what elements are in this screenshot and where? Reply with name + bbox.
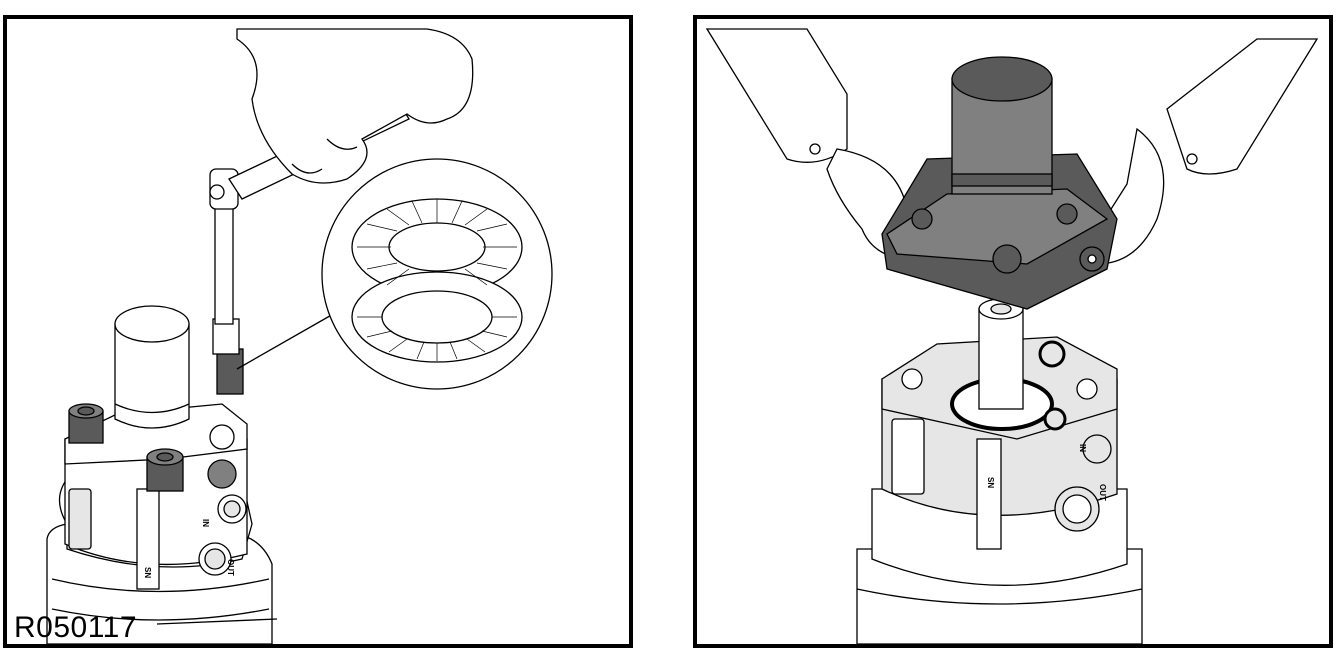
port-in-label: IN bbox=[201, 519, 210, 527]
figure-reference-code: R050117 bbox=[14, 611, 138, 644]
serial-label: SN bbox=[986, 477, 995, 488]
port-in-label: IN bbox=[1078, 444, 1087, 452]
technician-hands bbox=[705, 28, 1319, 265]
steering-unit-housing bbox=[46, 403, 273, 644]
mounting-bolt-left bbox=[68, 403, 104, 444]
left-illustration: IN OUT SN bbox=[46, 28, 553, 644]
technician-hand bbox=[236, 28, 474, 184]
left-illustration-panel: IN OUT SN R050117 bbox=[3, 15, 633, 648]
serial-label: SN bbox=[143, 567, 152, 578]
steering-column-cylinder bbox=[114, 305, 190, 429]
washer-detail-callout bbox=[321, 158, 553, 390]
port-out-label: OUT bbox=[1098, 484, 1107, 501]
gear-housing-part bbox=[881, 56, 1118, 310]
right-illustration: IN OUT SN bbox=[705, 28, 1319, 644]
mounting-bolt-front bbox=[146, 448, 184, 492]
steering-unit-housing bbox=[856, 336, 1143, 644]
port-out-label: OUT bbox=[226, 559, 235, 576]
spool-shaft bbox=[978, 298, 1024, 410]
right-illustration-panel: IN OUT SN bbox=[693, 15, 1333, 648]
